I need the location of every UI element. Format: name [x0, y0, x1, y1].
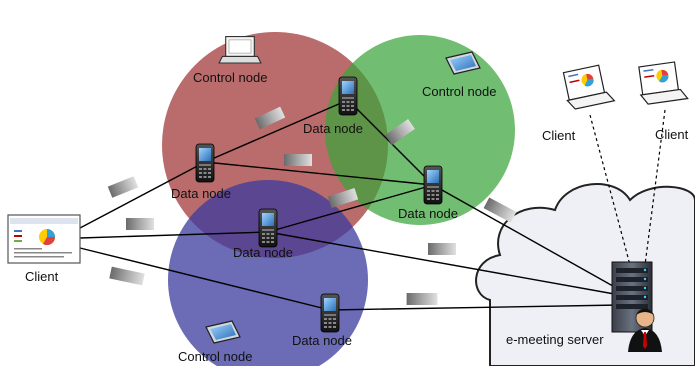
server-label: e-meeting server [506, 332, 604, 347]
control-node-label: Control node [193, 70, 267, 85]
data-node-label: Data node [398, 206, 458, 221]
data-packet-icon [406, 293, 438, 305]
data-node-label: Data node [303, 121, 363, 136]
data-packet-icon [107, 176, 139, 198]
data-node-phone-icon [195, 143, 215, 183]
control-node-label: Control node [422, 84, 496, 99]
network-links [79, 99, 621, 311]
data-node-label: Data node [292, 333, 352, 348]
data-node-phone-icon [338, 76, 358, 116]
client-laptop-icon [562, 64, 616, 110]
data-node-label: Data node [171, 186, 231, 201]
data-packet-icon [109, 266, 145, 286]
client-label: Client [25, 269, 59, 284]
control-node-label: Control node [178, 349, 252, 364]
client-label: Client [655, 127, 689, 142]
green-group-circle [325, 35, 515, 225]
data-packet-icon [284, 154, 312, 166]
data-node-phone-icon [320, 293, 340, 333]
data-node-phone-icon [258, 208, 278, 248]
data-node-label: Data node [233, 245, 293, 260]
data-packet-icon [483, 197, 517, 223]
blue-group-circle [168, 180, 368, 366]
control-node-laptop-icon [218, 36, 262, 64]
data-packet-icon [428, 243, 456, 255]
server-client-links [589, 109, 666, 266]
data-node-phone-icon [423, 165, 443, 205]
user-icon [628, 308, 662, 352]
client-laptop-icon [7, 214, 81, 264]
client-laptop-icon [638, 61, 689, 105]
data-packet-icon [126, 218, 154, 230]
client-label: Client [542, 128, 576, 143]
